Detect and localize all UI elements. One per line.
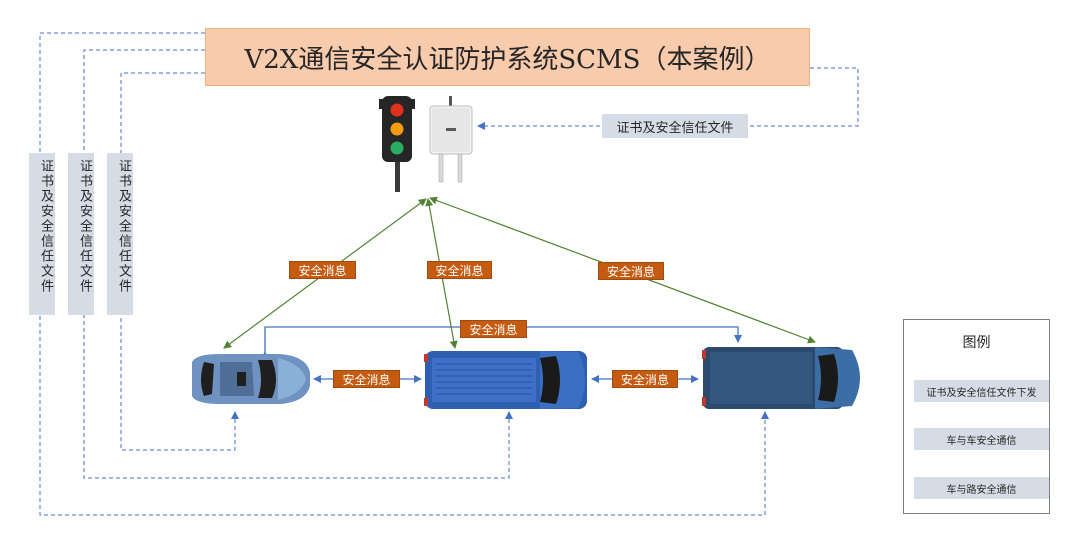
roadside-unit-icon bbox=[429, 96, 473, 183]
van-blue-icon bbox=[424, 351, 587, 409]
legend-item-v2v: 车与车安全通信 bbox=[914, 428, 1049, 450]
cert-line-outer bbox=[39, 32, 769, 516]
cert-vertical-label-2: 证书及安全信任文件 bbox=[68, 153, 94, 315]
legend-item-cert: 证书及安全信任文件下发 bbox=[914, 380, 1049, 402]
cert-vertical-label-1: 证书及安全信任文件 bbox=[29, 153, 55, 315]
sedan-car-icon bbox=[192, 354, 310, 404]
cert-vertical-label-3: 证书及安全信任文件 bbox=[107, 153, 133, 315]
cert-doc-label: 证书及安全信任文件 bbox=[602, 114, 748, 138]
traffic-light-icon bbox=[379, 96, 415, 192]
legend-title: 图例 bbox=[962, 335, 991, 351]
legend-box: 图例 证书及安全信任文件下发 车与车安全通信 车与路安全通信 bbox=[903, 319, 1050, 514]
message-label-rsu-right: 安全消息 bbox=[598, 262, 664, 280]
scms-title-box: V2X通信安全认证防护系统SCMS（本案例） bbox=[205, 28, 810, 86]
message-label-car-mid-right: 安全消息 bbox=[612, 370, 678, 388]
message-label-rsu-mid: 安全消息 bbox=[427, 261, 492, 279]
message-label-rsu-left: 安全消息 bbox=[289, 261, 356, 279]
van-dark-icon bbox=[702, 347, 860, 409]
message-label-car-left-mid: 安全消息 bbox=[333, 370, 400, 388]
cert-line-inner bbox=[120, 72, 239, 451]
message-label-car-top: 安全消息 bbox=[460, 320, 527, 338]
legend-item-v2i: 车与路安全通信 bbox=[914, 477, 1049, 499]
cert-line-middle bbox=[83, 49, 513, 479]
